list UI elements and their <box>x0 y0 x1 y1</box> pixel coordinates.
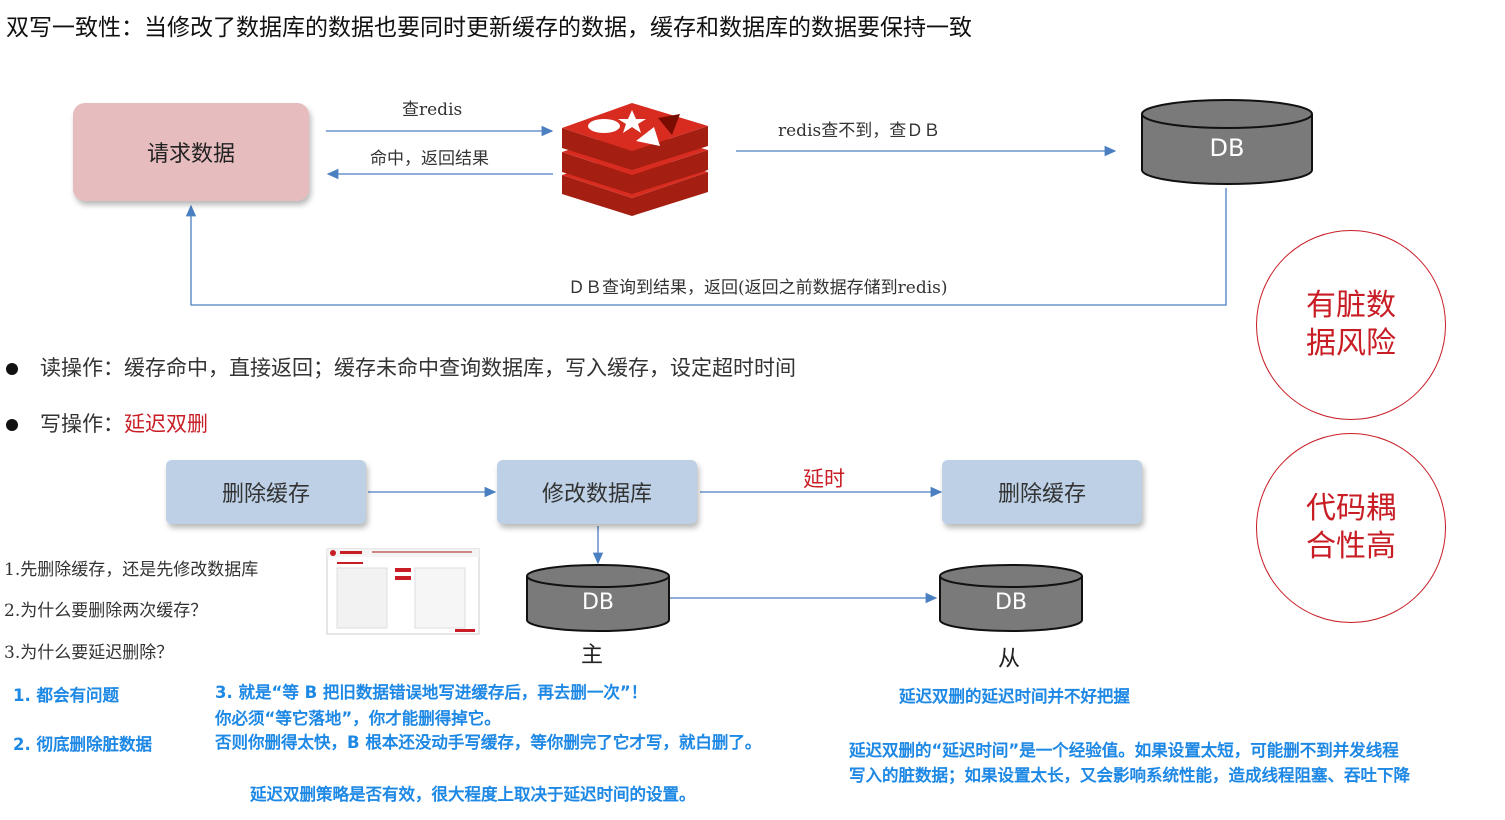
delay-label: 延时 <box>803 467 845 491</box>
db-slave-icon <box>939 564 1083 632</box>
db-return-label: ＤＢ查询到结果，返回(返回之前数据存储到redis) <box>568 278 948 298</box>
note-answer-2: 2. 彻底删除脏数据 <box>13 735 152 754</box>
coupling-line1: 代码耦 <box>1306 491 1396 526</box>
note-answer-1: 1. 都会有问题 <box>13 686 119 705</box>
step1-label: 删除缓存 <box>221 482 310 507</box>
bullet-write: 写操作：延迟双删 <box>6 408 208 438</box>
step-delete-cache-1: 删除缓存 <box>166 460 366 524</box>
bullet-write-prefix: 写操作： <box>40 412 124 436</box>
master-caption: 主 <box>581 643 604 668</box>
bullet-write-highlight: 延迟双删 <box>124 412 208 436</box>
bullet-dot-icon <box>6 419 18 431</box>
db-master-icon <box>526 564 670 632</box>
db-master-label: DB <box>581 590 615 615</box>
bullet-dot-icon <box>6 363 18 375</box>
note-delay-exp-line2: 写入的脏数据；如果设置太长，又会影响系统性能，造成线程阻塞、吞吐下降 <box>849 766 1410 785</box>
bullet-read: 读操作：缓存命中，直接返回；缓存未命中查询数据库，写入缓存，设定超时时间 <box>6 352 796 382</box>
bullet-read-text: 读操作：缓存命中，直接返回；缓存未命中查询数据库，写入缓存，设定超时时间 <box>40 356 796 380</box>
slave-caption: 从 <box>998 647 1021 672</box>
step3-label: 删除缓存 <box>997 482 1086 507</box>
note-answer-3-line1: 3. 就是“等 B 把旧数据错误地写进缓存后，再去删一次”！ <box>215 683 648 702</box>
arrow-db-return <box>185 188 1227 306</box>
redis-miss-label: redis查不到，查ＤＢ <box>778 121 941 141</box>
note-answer-3-line2: 你必须“等它落地”，你才能删得掉它。 <box>215 709 501 728</box>
hit-return-label: 命中，返回结果 <box>370 149 489 169</box>
note-delay-exp-line1: 延迟双删的“延迟时间”是一个经验值。如果设置太短，可能删不到并发线程 <box>849 741 1399 760</box>
question-2: 2.为什么要删除两次缓存？ <box>4 601 208 621</box>
note-strategy: 延迟双删策略是否有效，很大程度上取决于延迟时间的设置。 <box>250 785 696 804</box>
step2-label: 修改数据库 <box>541 482 652 507</box>
code-coupling-badge: 代码耦合性高 <box>1256 433 1446 623</box>
risk-line1: 有脏数 <box>1306 288 1396 323</box>
thumbnail-image <box>326 548 480 635</box>
note-delay-hard: 延迟双删的延迟时间并不好把握 <box>899 687 1130 706</box>
step-delete-cache-2: 删除缓存 <box>942 460 1142 524</box>
db-slave-label: DB <box>994 590 1028 615</box>
request-data-label: 请求数据 <box>146 142 235 167</box>
db-label: DB <box>1209 134 1245 162</box>
redis-logo-icon <box>562 103 708 216</box>
question-3: 3.为什么要延迟删除？ <box>4 643 174 663</box>
note-answer-3-line3: 否则你删得太快，B 根本还没动手写缓存，等你删完了它才写，就白删了。 <box>215 733 762 752</box>
query-redis-label: 查redis <box>402 100 463 120</box>
risk-line2: 据风险 <box>1306 326 1396 361</box>
page-title: 双写一致性：当修改了数据库的数据也要同时更新缓存的数据，缓存和数据库的数据要保持… <box>6 15 972 41</box>
question-1: 1.先删除缓存，还是先修改数据库 <box>4 560 259 580</box>
db-cylinder-icon <box>1141 99 1313 185</box>
request-data-box: 请求数据 <box>73 103 309 201</box>
step-modify-db: 修改数据库 <box>497 460 697 524</box>
coupling-line2: 合性高 <box>1306 529 1396 564</box>
dirty-data-risk-badge: 有脏数据风险 <box>1256 230 1446 420</box>
